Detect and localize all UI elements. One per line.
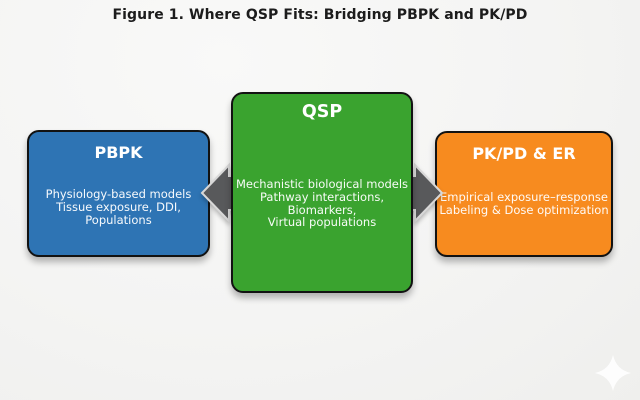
qsp-body-line-3: Virtual populations <box>267 215 377 230</box>
pkpd-body-line-1: Empirical exposure–response <box>440 190 608 204</box>
pbpk-body-line-1: Physiology-based models <box>45 187 192 201</box>
pkpd-body-line-2: Labeling & Dose optimization <box>439 202 609 217</box>
pkpd-box-title: PK/PD & ER <box>472 144 576 163</box>
sparkle-shape <box>594 354 632 392</box>
pkpd-box: PK/PD & ER Empirical exposure–response L… <box>435 131 613 257</box>
sparkle-icon <box>594 354 632 392</box>
pbpk-box-title: PBPK <box>94 143 143 162</box>
qsp-body-line-2: Pathway interactions, Biomarkers, <box>259 189 385 217</box>
qsp-box-body: Mechanistic biological models Pathway in… <box>233 178 411 229</box>
qsp-box-title: QSP <box>301 102 343 122</box>
pbpk-box-body: Physiology-based models Tissue exposure,… <box>29 188 208 226</box>
qsp-body-line-1: Mechanistic biological models <box>235 177 409 191</box>
pbpk-box: PBPK Physiology-based models Tissue expo… <box>27 130 210 257</box>
pkpd-box-body: Empirical exposure–response Labeling & D… <box>437 191 611 217</box>
pbpk-body-line-2: Tissue exposure, DDI, Populations <box>56 199 181 227</box>
qsp-box: QSP Mechanistic biological models Pathwa… <box>231 92 413 293</box>
figure-title: Figure 1. Where QSP Fits: Bridging PBPK … <box>112 7 528 23</box>
